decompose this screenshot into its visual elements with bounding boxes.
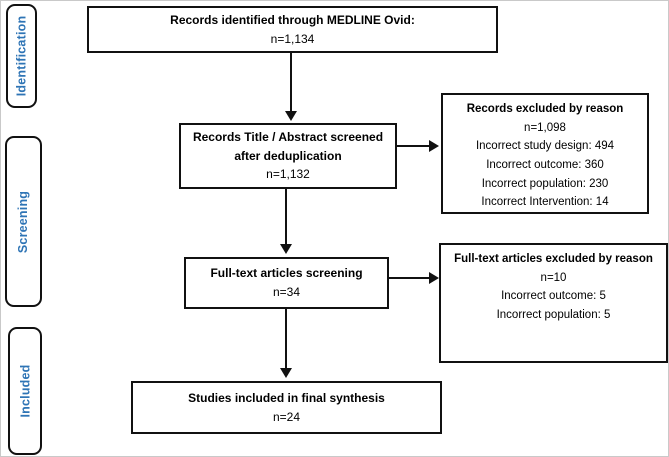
arrow-screened-to-fulltext-line bbox=[285, 189, 287, 245]
arrow-fulltext-to-excluded-line bbox=[389, 277, 430, 279]
stage-included-label: Included bbox=[18, 364, 32, 418]
stage-identification: Identification bbox=[6, 4, 37, 108]
box-fulltext-excluded-title: Full-text articles excluded by reason bbox=[454, 253, 653, 265]
box-records-identified-title: Records identified through MEDLINE Ovid: bbox=[170, 12, 415, 27]
box-fulltext-screening-count: n=34 bbox=[272, 285, 301, 299]
box-records-excluded-title: Records excluded by reason bbox=[466, 103, 624, 115]
arrow-right-icon bbox=[429, 272, 439, 284]
arrow-right-icon bbox=[429, 140, 439, 152]
box-title-abstract-screened-count: n=1,132 bbox=[266, 167, 310, 182]
exclusion-reason: Incorrect outcome: 360 bbox=[486, 158, 604, 171]
box-records-excluded-count: n=1,098 bbox=[524, 121, 566, 134]
stage-screening: Screening bbox=[5, 136, 42, 307]
stage-included: Included bbox=[8, 327, 42, 455]
exclusion-reason: Incorrect Intervention: 14 bbox=[481, 196, 609, 209]
arrow-down-icon bbox=[285, 111, 297, 121]
box-fulltext-screening-title: Full-text articles screening bbox=[210, 266, 363, 281]
box-fulltext-screening: Full-text articles screening n=34 bbox=[184, 257, 389, 309]
exclusion-reason: Incorrect outcome: 5 bbox=[501, 290, 606, 303]
exclusion-reason: Incorrect population: 5 bbox=[496, 308, 611, 321]
box-studies-included-title: Studies included in final synthesis bbox=[188, 390, 385, 405]
box-studies-included: Studies included in final synthesis n=24 bbox=[131, 381, 442, 434]
exclusion-reason: Incorrect population: 230 bbox=[481, 177, 609, 190]
arrow-screened-to-excluded-line bbox=[397, 145, 430, 147]
box-records-excluded: Records excluded by reason n=1,098 Incor… bbox=[441, 93, 649, 214]
box-studies-included-count: n=24 bbox=[272, 409, 301, 424]
arrow-fulltext-to-included-line bbox=[285, 309, 287, 369]
stage-identification-label: Identification bbox=[14, 15, 29, 97]
box-fulltext-excluded: Full-text articles excluded by reason n=… bbox=[439, 243, 668, 363]
exclusion-reason: Incorrect study design: 494 bbox=[475, 140, 615, 153]
stage-screening-label: Screening bbox=[16, 190, 31, 253]
box-title-abstract-screened-title: Records Title / Abstract screened after … bbox=[192, 130, 384, 163]
arrow-down-icon bbox=[280, 244, 292, 254]
box-records-identified-count: n=1,134 bbox=[270, 31, 315, 46]
box-title-abstract-screened: Records Title / Abstract screened after … bbox=[179, 123, 397, 189]
box-fulltext-excluded-count: n=10 bbox=[540, 271, 567, 284]
arrow-down-icon bbox=[280, 368, 292, 378]
arrow-identified-to-screened-line bbox=[290, 53, 292, 112]
box-records-identified: Records identified through MEDLINE Ovid:… bbox=[87, 6, 498, 53]
